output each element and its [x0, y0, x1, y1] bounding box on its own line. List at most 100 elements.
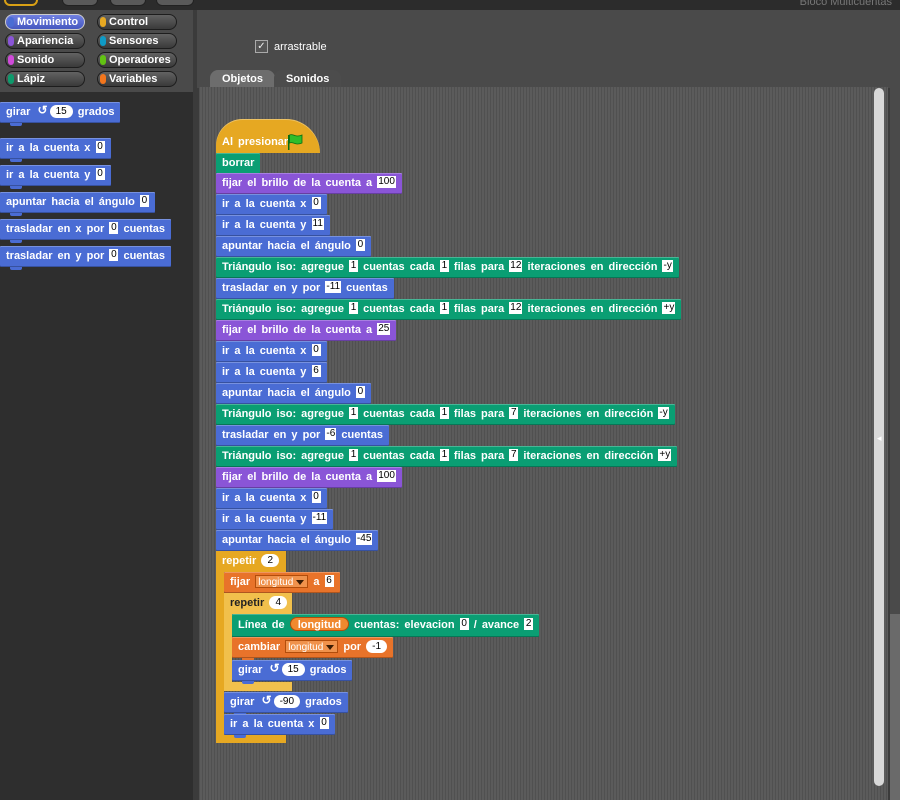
rows-input[interactable]: 1 [439, 449, 449, 462]
triangle-block[interactable]: Triángulo iso: agregue 1 cuentas cada 1 … [216, 404, 675, 428]
goto-x-block[interactable]: ir a la cuenta x 0 [216, 341, 327, 365]
turn-block[interactable]: girar ↺15 grados [232, 660, 353, 684]
goto-y-input[interactable]: -11 [311, 512, 328, 525]
palette-goto-y-block[interactable]: ir a la cuenta y 0 [0, 165, 111, 189]
set-brightness-block[interactable]: fijar el brillo de la cuenta a 25 [216, 320, 397, 344]
category-control[interactable]: Control [97, 14, 177, 30]
repeat-block[interactable]: repetir 4 [224, 593, 292, 614]
goto-y-input[interactable]: 6 [311, 365, 321, 378]
rows-input[interactable]: 1 [439, 407, 449, 420]
set-brightness-block[interactable]: fijar el brillo de la cuenta a 100 [216, 467, 402, 491]
rows-input[interactable]: 1 [439, 302, 449, 315]
advance-input[interactable]: 2 [524, 618, 534, 631]
clear-block[interactable]: borrar [216, 153, 261, 177]
move-y-input[interactable]: -6 [325, 428, 337, 441]
beads-input[interactable]: 1 [349, 407, 359, 420]
goto-x-block[interactable]: ir a la cuenta x 0 [216, 488, 327, 512]
move-y-block[interactable]: trasladar en y por -6 cuentas [216, 425, 389, 449]
goto-y-input[interactable]: 0 [95, 168, 105, 181]
settings-button[interactable] [110, 0, 146, 6]
angle-input[interactable]: 0 [355, 239, 365, 252]
move-y-block[interactable]: trasladar en y por -11 cuentas [216, 278, 394, 302]
line-block[interactable]: Línea de longitud cuentas: elevacion 0 /… [232, 614, 540, 640]
scripts-scrollbar[interactable] [874, 88, 884, 786]
palette-move-x-block[interactable]: trasladar en x por 0 cuentas [0, 219, 172, 243]
brightness-input[interactable]: 25 [377, 323, 391, 336]
iterations-input[interactable]: 7 [509, 407, 519, 420]
goto-x-block[interactable]: ir a la cuenta x 0 [224, 714, 335, 738]
move-x-input[interactable]: 0 [109, 222, 119, 235]
repeat-count-input[interactable]: 4 [269, 595, 288, 609]
tab-objects[interactable]: Objetos [210, 70, 275, 88]
point-angle-input[interactable]: 0 [139, 195, 149, 208]
set-brightness-block[interactable]: fijar el brillo de la cuenta a 100 [216, 173, 402, 197]
cloud-button[interactable] [156, 0, 194, 6]
move-y-input[interactable]: -11 [325, 281, 342, 294]
beads-input[interactable]: 1 [349, 302, 359, 315]
point-angle-block[interactable]: apuntar hacia el ángulo -45 [216, 530, 379, 554]
app-logo[interactable] [4, 0, 38, 6]
draggable-checkbox[interactable]: ✓ [255, 40, 268, 53]
elevation-input[interactable]: 0 [459, 618, 469, 631]
category-looks[interactable]: Apariencia [5, 33, 85, 49]
category-sensing[interactable]: Sensores [97, 33, 177, 49]
variable-reporter[interactable]: longitud [289, 617, 350, 632]
palette-move-y-block[interactable]: trasladar en y por 0 cuentas [0, 246, 172, 270]
tab-sounds[interactable]: Sonidos [274, 70, 342, 88]
variable-dropdown[interactable]: longitud [255, 574, 309, 588]
scripts-area[interactable] [199, 87, 888, 800]
point-angle-block[interactable]: apuntar hacia el ángulo 0 [216, 236, 371, 260]
turn-block[interactable]: girar ↺-90 grados [224, 692, 348, 716]
beads-input[interactable]: 1 [349, 260, 359, 273]
goto-y-block[interactable]: ir a la cuenta y -11 [216, 509, 334, 533]
goto-x-block[interactable]: ir a la cuenta x 0 [216, 194, 327, 218]
triangle-block[interactable]: Triángulo iso: agregue 1 cuentas cada 1 … [216, 446, 678, 470]
pane-resize-handle[interactable]: ◂ [877, 433, 882, 443]
goto-x-input[interactable]: 0 [95, 141, 105, 154]
green-flag-hat-block[interactable]: Al presionar [216, 119, 320, 153]
goto-x-input[interactable]: 0 [311, 344, 321, 357]
point-angle-block[interactable]: apuntar hacia el ángulo 0 [216, 383, 371, 407]
palette-goto-x-block[interactable]: ir a la cuenta x 0 [0, 138, 111, 162]
change-value-input[interactable]: -1 [366, 639, 388, 653]
turn-degrees-input[interactable]: 15 [281, 662, 305, 676]
variable-dropdown[interactable]: longitud [285, 639, 339, 653]
project-button[interactable] [62, 0, 98, 6]
goto-y-input[interactable]: 11 [311, 218, 324, 231]
brightness-input[interactable]: 100 [377, 470, 396, 483]
repeat-count-input[interactable]: 2 [261, 553, 280, 567]
goto-x-input[interactable]: 0 [319, 717, 329, 730]
turn-degrees-input[interactable]: 15 [49, 104, 73, 118]
palette-point-block[interactable]: apuntar hacia el ángulo 0 [0, 192, 155, 216]
move-y-input[interactable]: 0 [109, 249, 119, 262]
goto-x-input[interactable]: 0 [311, 197, 321, 210]
brightness-input[interactable]: 100 [377, 176, 396, 189]
category-motion[interactable]: Movimiento [5, 14, 85, 30]
angle-input[interactable]: 0 [355, 386, 365, 399]
repeat-block[interactable]: repetir 2 [216, 551, 286, 572]
palette-turn-block[interactable]: girar ↺15 grados [0, 102, 121, 126]
rows-input[interactable]: 1 [439, 260, 449, 273]
category-sound[interactable]: Sonido [5, 52, 85, 68]
goto-x-input[interactable]: 0 [311, 491, 321, 504]
iterations-input[interactable]: 12 [509, 302, 523, 315]
category-operators[interactable]: Operadores [97, 52, 177, 68]
set-value-input[interactable]: 6 [324, 575, 334, 588]
angle-input[interactable]: -45 [355, 533, 373, 546]
iterations-input[interactable]: 7 [509, 449, 519, 462]
category-variables[interactable]: Variables [97, 71, 177, 87]
triangle-block[interactable]: Triángulo iso: agregue 1 cuentas cada 1 … [216, 299, 682, 323]
goto-y-block[interactable]: ir a la cuenta y 6 [216, 362, 327, 386]
direction-input[interactable]: -y [662, 260, 673, 273]
triangle-block[interactable]: Triángulo iso: agregue 1 cuentas cada 1 … [216, 257, 679, 281]
direction-input[interactable]: +y [658, 449, 672, 462]
direction-input[interactable]: +y [662, 302, 676, 315]
category-pen[interactable]: Lápiz [5, 71, 85, 87]
beads-input[interactable]: 1 [349, 449, 359, 462]
change-variable-block[interactable]: cambiar longitud por -1 [232, 637, 394, 661]
goto-y-block[interactable]: ir a la cuenta y 11 [216, 215, 330, 239]
set-variable-block[interactable]: fijar longitud a 6 [224, 572, 340, 596]
direction-input[interactable]: -y [658, 407, 669, 420]
turn-degrees-input[interactable]: -90 [273, 694, 301, 708]
iterations-input[interactable]: 12 [509, 260, 523, 273]
